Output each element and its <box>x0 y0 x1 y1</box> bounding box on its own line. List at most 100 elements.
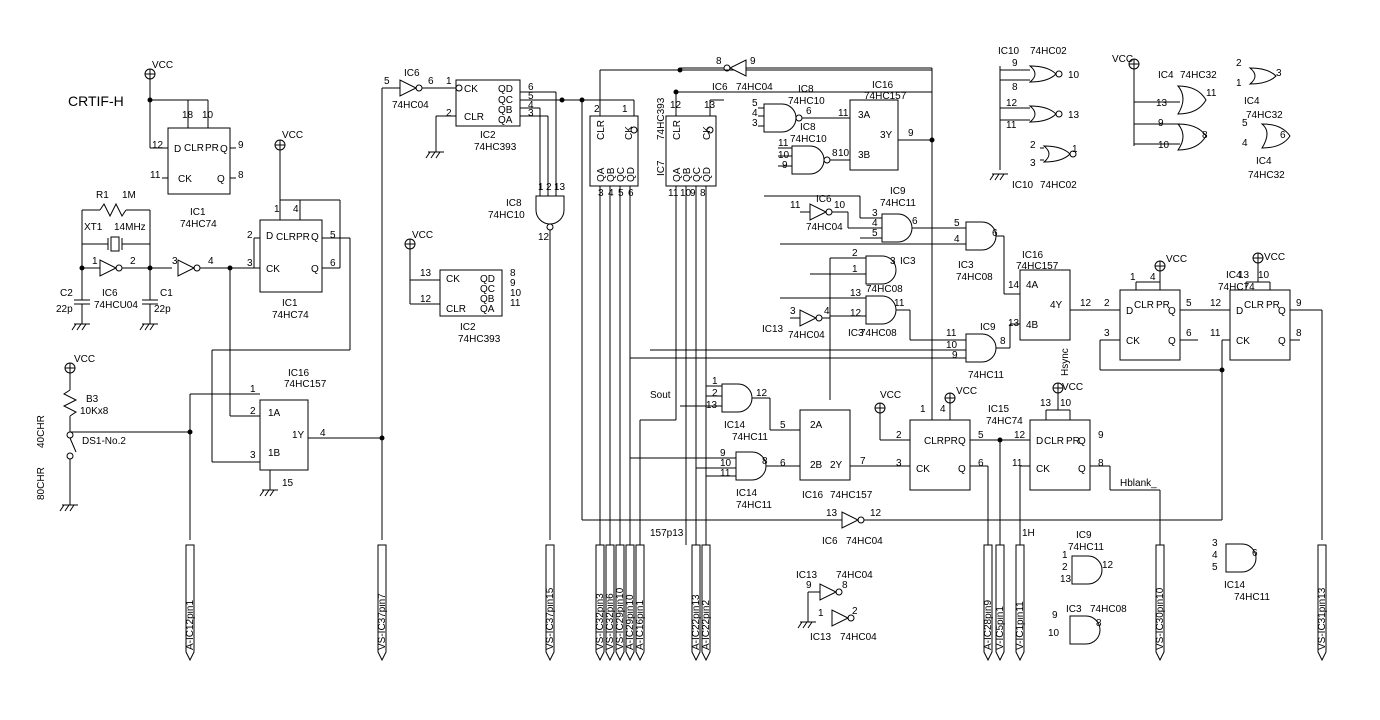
connector-vs-ic37pin7: VS-IC37pin7 <box>377 544 388 662</box>
svg-text:CK: CK <box>916 464 930 475</box>
svg-text:IC13: IC13 <box>810 632 832 643</box>
svg-text:R1: R1 <box>96 190 109 201</box>
svg-text:1: 1 <box>920 404 926 415</box>
ic9b-and3: 11 10 9 8 IC9 74HC11 <box>630 322 1020 381</box>
svg-text:IC3: IC3 <box>1066 604 1082 615</box>
svg-text:74HC08: 74HC08 <box>956 272 993 283</box>
svg-text:74HC08: 74HC08 <box>1090 604 1127 615</box>
svg-text:74HC02: 74HC02 <box>1030 46 1067 57</box>
connector-label: VS-IC30pin10 <box>1155 587 1166 650</box>
svg-text:74HC10: 74HC10 <box>788 96 825 107</box>
schematic-title: CRTIF-H <box>68 93 124 109</box>
svg-text:8: 8 <box>842 580 848 591</box>
svg-text:VCC: VCC <box>282 130 303 141</box>
svg-text:IC16: IC16 <box>1022 250 1044 261</box>
connector-label: VS-IC32pin6 <box>605 593 616 650</box>
svg-text:11: 11 <box>720 468 731 479</box>
svg-text:1: 1 <box>818 608 824 619</box>
svg-text:1: 1 <box>1236 78 1242 89</box>
svg-text:IC3: IC3 <box>848 328 864 339</box>
svg-text:3: 3 <box>528 108 534 119</box>
svg-text:VCC: VCC <box>74 354 95 365</box>
svg-text:74HC10: 74HC10 <box>488 210 525 221</box>
svg-text:Q: Q <box>220 144 228 155</box>
svg-text:6: 6 <box>978 458 984 469</box>
svg-text:14: 14 <box>1008 280 1020 291</box>
svg-text:VCC: VCC <box>152 60 173 71</box>
svg-text:1: 1 <box>274 204 280 215</box>
svg-text:8: 8 <box>1296 328 1302 339</box>
char-mode-switch: VCC B3 10Kx8 DS1-No.2 40CHR 80CHR <box>36 354 260 540</box>
ic16a-mux: 3A 3B 3Y 11 10 9 IC16 74HC157 <box>838 68 935 410</box>
svg-text:IC13: IC13 <box>762 324 784 335</box>
svg-text:10: 10 <box>510 288 522 299</box>
svg-text:4: 4 <box>1150 272 1156 283</box>
svg-text:6: 6 <box>628 188 634 199</box>
svg-text:11: 11 <box>946 328 957 339</box>
svg-text:3: 3 <box>890 256 896 267</box>
svg-text:8: 8 <box>1012 82 1018 93</box>
svg-text:IC7: IC7 <box>656 160 667 176</box>
svg-text:74HC08: 74HC08 <box>860 328 897 339</box>
svg-text:74HC04: 74HC04 <box>836 570 873 581</box>
svg-text:74HC157: 74HC157 <box>830 490 873 501</box>
svg-text:IC2: IC2 <box>460 322 476 333</box>
svg-text:12: 12 <box>420 294 432 305</box>
svg-text:Q: Q <box>311 264 319 275</box>
svg-text:74HC74: 74HC74 <box>986 416 1023 427</box>
svg-text:5: 5 <box>618 188 624 199</box>
svg-text:74HC04: 74HC04 <box>736 82 773 93</box>
svg-text:6: 6 <box>1252 548 1258 559</box>
svg-text:PR: PR <box>296 232 310 243</box>
svg-text:1A: 1A <box>268 408 281 419</box>
svg-text:2B: 2B <box>810 460 823 471</box>
svg-text:12: 12 <box>152 140 164 151</box>
svg-text:Q: Q <box>1168 336 1176 347</box>
svg-text:13: 13 <box>706 400 718 411</box>
svg-text:8: 8 <box>700 188 706 199</box>
svg-text:74HC393: 74HC393 <box>458 334 501 345</box>
svg-text:PR: PR <box>1066 436 1080 447</box>
svg-text:1M: 1M <box>122 190 136 201</box>
svg-text:QB: QB <box>498 105 513 116</box>
svg-text:CLR: CLR <box>672 120 683 140</box>
svg-text:74HC157: 74HC157 <box>284 379 327 390</box>
svg-text:9: 9 <box>1052 610 1058 621</box>
svg-text:11: 11 <box>894 298 905 309</box>
svg-text:1: 1 <box>622 104 628 115</box>
svg-text:1: 1 <box>712 376 718 387</box>
svg-text:2: 2 <box>852 606 858 617</box>
svg-text:QB: QB <box>682 167 693 182</box>
svg-text:22p: 22p <box>56 304 73 315</box>
connector-label: V-IC5pin1 <box>995 606 1006 650</box>
svg-text:10: 10 <box>720 458 732 469</box>
svg-text:74HC32: 74HC32 <box>1180 70 1217 81</box>
svg-text:13: 13 <box>1060 574 1072 585</box>
svg-text:74HC11: 74HC11 <box>880 198 916 209</box>
svg-text:74HC11: 74HC11 <box>968 370 1004 381</box>
svg-text:Sout: Sout <box>650 390 671 401</box>
svg-text:9: 9 <box>238 140 244 151</box>
svg-text:9: 9 <box>1296 298 1302 309</box>
svg-text:3A: 3A <box>858 110 871 121</box>
svg-text:VCC: VCC <box>1062 382 1083 393</box>
svg-text:8: 8 <box>832 148 838 159</box>
svg-text:QD: QD <box>480 274 495 285</box>
svg-text:10: 10 <box>778 150 790 161</box>
svg-text:6: 6 <box>330 258 336 269</box>
connector-label: V-IC1pin11 <box>1015 601 1026 650</box>
svg-text:11: 11 <box>1206 88 1217 99</box>
svg-text:D: D <box>1126 306 1133 317</box>
svg-text:10: 10 <box>1048 628 1060 639</box>
ic14b-and3: 9 10 11 8 IC14 74HC11 <box>630 448 800 511</box>
svg-text:3: 3 <box>1030 158 1036 169</box>
connector-label: VS-IC31pin13 <box>1317 587 1328 650</box>
svg-text:2: 2 <box>852 248 858 259</box>
svg-text:2: 2 <box>1030 140 1036 151</box>
ic4a-flipflop: D CLR PR Q CK Q 1 4 2 5 3 6 VCC <box>1099 254 1230 520</box>
connector-a-ic16pin1: A-IC16pin1 <box>635 544 646 662</box>
svg-text:Q: Q <box>958 464 966 475</box>
svg-text:QD: QD <box>498 84 513 95</box>
connector-label: A-IC22pin2 <box>701 600 712 650</box>
